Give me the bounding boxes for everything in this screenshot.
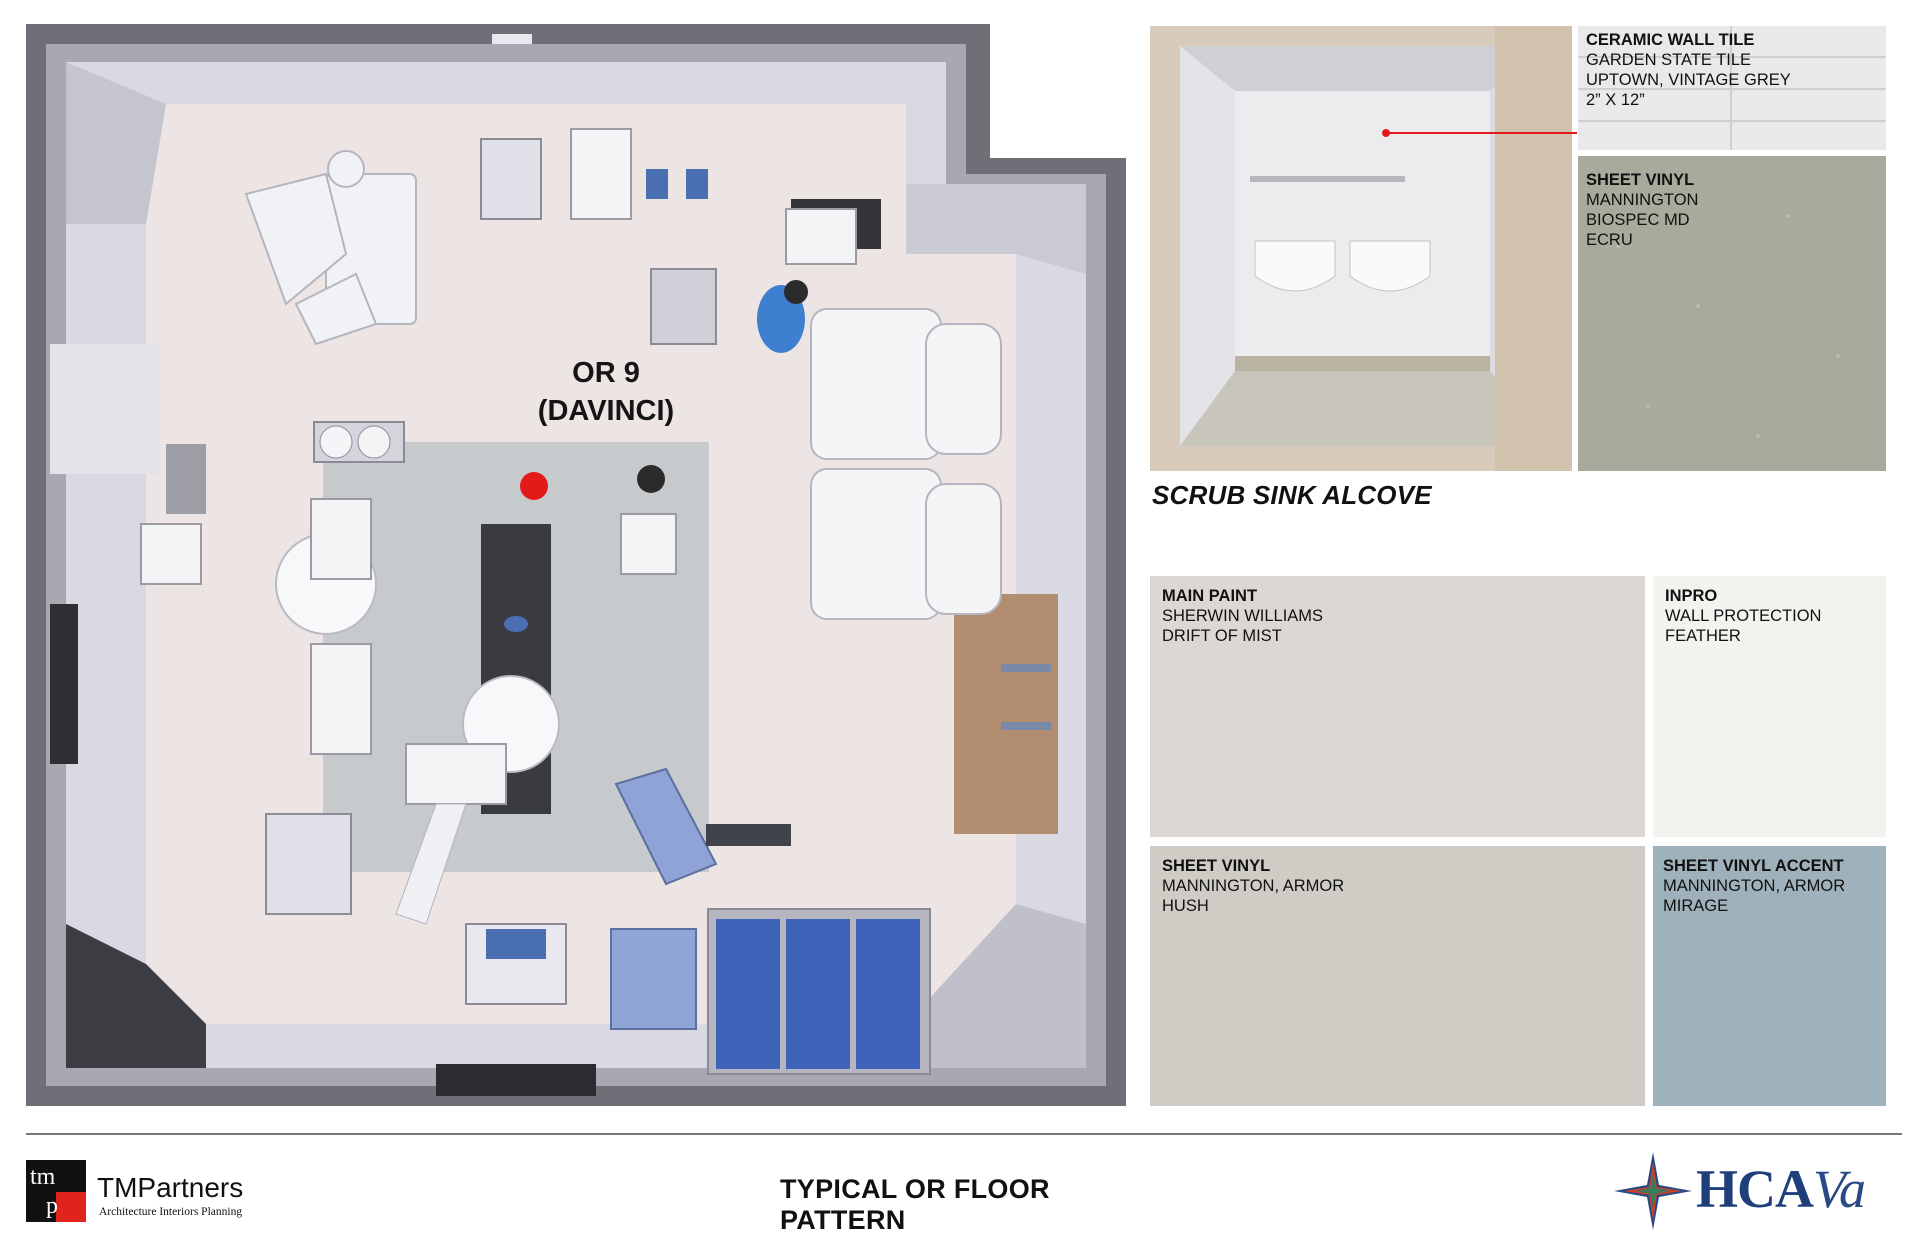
hush-line-2: HUSH xyxy=(1162,897,1209,915)
footer-title: TYPICAL OR FLOOR PATTERN xyxy=(780,1174,1050,1235)
ecru-line-2: BIOSPEC MD xyxy=(1586,211,1690,229)
main-paint-swatch: MAIN PAINT SHERWIN WILLIAMS DRIFT OF MIS… xyxy=(1150,576,1645,837)
davinci-robot xyxy=(244,150,417,346)
main-paint-line-2: DRIFT OF MIST xyxy=(1162,627,1282,645)
hca-name: HCA xyxy=(1696,1159,1814,1219)
ceramic-line-2: UPTOWN, VINTAGE GREY xyxy=(1586,71,1791,89)
alcove-leader-line xyxy=(1385,132,1577,134)
sheet-vinyl-ecru-label: SHEET VINYL MANNINGTON BIOSPEC MD ECRU xyxy=(1586,170,1698,250)
sheet-vinyl-hush-swatch: SHEET VINYL MANNINGTON, ARMOR HUSH xyxy=(1150,846,1645,1106)
room-label: OR 9 (DAVINCI) xyxy=(441,354,771,430)
ecru-line-1: MANNINGTON xyxy=(1586,191,1699,209)
alcove-leader-dot xyxy=(1382,129,1390,137)
room-label-line1: OR 9 xyxy=(572,357,640,389)
room-label-line2: (DAVINCI) xyxy=(537,395,675,427)
accent-label: SHEET VINYL ACCENT MANNINGTON, ARMOR MIR… xyxy=(1663,856,1845,916)
alcove-caption: SCRUB SINK ALCOVE xyxy=(1152,480,1432,510)
wood-wall-panel xyxy=(954,594,1058,834)
main-paint-line-1: SHERWIN WILLIAMS xyxy=(1162,607,1324,625)
blue-chair xyxy=(614,767,718,886)
hush-title: SHEET VINYL xyxy=(1162,857,1271,875)
inpro-line-2: FEATHER xyxy=(1665,627,1741,645)
footer-divider xyxy=(26,1133,1902,1135)
accent-title: SHEET VINYL ACCENT xyxy=(1663,857,1844,875)
ceramic-wall-tile-title: CERAMIC WALL TILE xyxy=(1586,31,1755,49)
accent-line-2: MIRAGE xyxy=(1663,897,1729,915)
wall-monitor xyxy=(50,604,78,764)
ecru-title: SHEET VINYL xyxy=(1586,171,1695,189)
ecru-line-3: ECRU xyxy=(1586,231,1633,249)
accent-line-1: MANNINGTON, ARMOR xyxy=(1663,877,1846,895)
inpro-title: INPRO xyxy=(1665,587,1718,605)
tmp-logo-red-square xyxy=(56,1192,86,1222)
hca-logo-text: HCAVa xyxy=(1696,1158,1866,1220)
floor-plan-drawing xyxy=(26,24,1126,1106)
tmp-tagline: Architecture Interiors Planning xyxy=(99,1206,243,1218)
scrub-sink-alcove-render xyxy=(1150,26,1572,471)
sheet-vinyl-ecru-swatch: SHEET VINYL MANNINGTON BIOSPEC MD ECRU xyxy=(1578,156,1886,471)
main-paint-title: MAIN PAINT xyxy=(1162,587,1258,605)
ceramic-line-3: 2” X 12” xyxy=(1586,91,1645,109)
inpro-swatch: INPRO WALL PROTECTION FEATHER xyxy=(1653,576,1886,837)
sheet-vinyl-accent-swatch: SHEET VINYL ACCENT MANNINGTON, ARMOR MIR… xyxy=(1653,846,1886,1106)
ceramic-line-1: GARDEN STATE TILE xyxy=(1586,51,1752,69)
tmp-name: TMPartners xyxy=(97,1172,244,1203)
blue-bin-shelving xyxy=(707,908,931,1075)
ceramic-wall-tile-swatch: CERAMIC WALL TILE GARDEN STATE TILE UPTO… xyxy=(1578,26,1886,150)
main-paint-label: MAIN PAINT SHERWIN WILLIAMS DRIFT OF MIS… xyxy=(1162,586,1323,646)
surgeon-figure xyxy=(757,280,808,353)
tmp-logo: tm p xyxy=(26,1160,86,1222)
hush-line-1: MANNINGTON, ARMOR xyxy=(1162,877,1345,895)
or-floor-plan-render: OR 9 (DAVINCI) xyxy=(26,24,1126,1106)
red-location-marker xyxy=(520,472,548,500)
surgeon-console xyxy=(810,308,1002,620)
door-monitor xyxy=(436,1064,596,1096)
tmp-logo-top: tm xyxy=(30,1164,56,1190)
inpro-label: INPRO WALL PROTECTION FEATHER xyxy=(1665,586,1821,646)
inpro-line-1: WALL PROTECTION xyxy=(1665,607,1822,625)
hca-suffix: Va xyxy=(1813,1159,1866,1219)
ceramic-wall-tile-label: CERAMIC WALL TILE GARDEN STATE TILE UPTO… xyxy=(1586,30,1791,110)
hush-label: SHEET VINYL MANNINGTON, ARMOR HUSH xyxy=(1162,856,1344,916)
tmp-logo-bottom: p xyxy=(46,1193,58,1219)
hca-star-icon xyxy=(1612,1150,1694,1232)
